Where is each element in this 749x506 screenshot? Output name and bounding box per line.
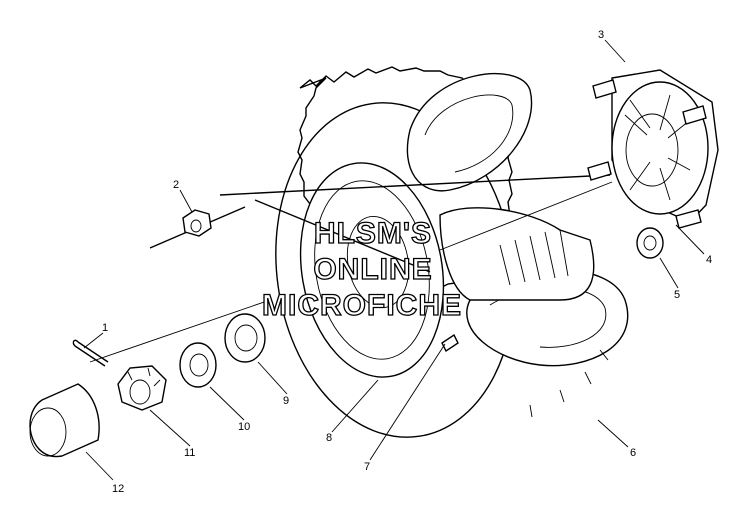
valve-stem <box>441 333 459 353</box>
wheel-hub <box>587 69 719 229</box>
wheel-rim <box>299 162 595 378</box>
callout-2: 2 <box>173 179 179 191</box>
watermark-line-3: MICROFICHE <box>262 289 462 322</box>
callout-6: 6 <box>630 447 636 459</box>
callout-7: 7 <box>364 461 370 473</box>
callout-4: 4 <box>706 254 712 266</box>
callout-1: 1 <box>102 322 108 334</box>
leader-lines <box>83 39 705 481</box>
callout-9: 9 <box>283 395 289 407</box>
callout-8: 8 <box>326 432 332 444</box>
watermark: HLSM'S ONLINE MICROFICHE <box>261 216 462 322</box>
lug-nut <box>636 227 664 259</box>
callout-11: 11 <box>184 447 195 459</box>
watermark-line-1: HLSM'S <box>314 217 432 250</box>
wheel-studs <box>587 79 707 229</box>
callout-5: 5 <box>674 289 680 301</box>
hub-cap <box>29 383 100 458</box>
washer-10 <box>179 342 217 388</box>
callout-10: 10 <box>238 421 250 433</box>
hex-nut <box>182 209 212 237</box>
watermark-line-2: ONLINE <box>313 253 432 286</box>
spacer-9 <box>224 313 266 363</box>
castle-nut <box>117 365 167 411</box>
callout-labels: 1 2 3 4 5 6 7 8 9 10 11 12 <box>102 29 712 495</box>
axle-centerline <box>219 174 611 196</box>
cotter-pin <box>72 339 109 367</box>
callout-3: 3 <box>598 29 604 41</box>
callout-12: 12 <box>112 483 124 495</box>
